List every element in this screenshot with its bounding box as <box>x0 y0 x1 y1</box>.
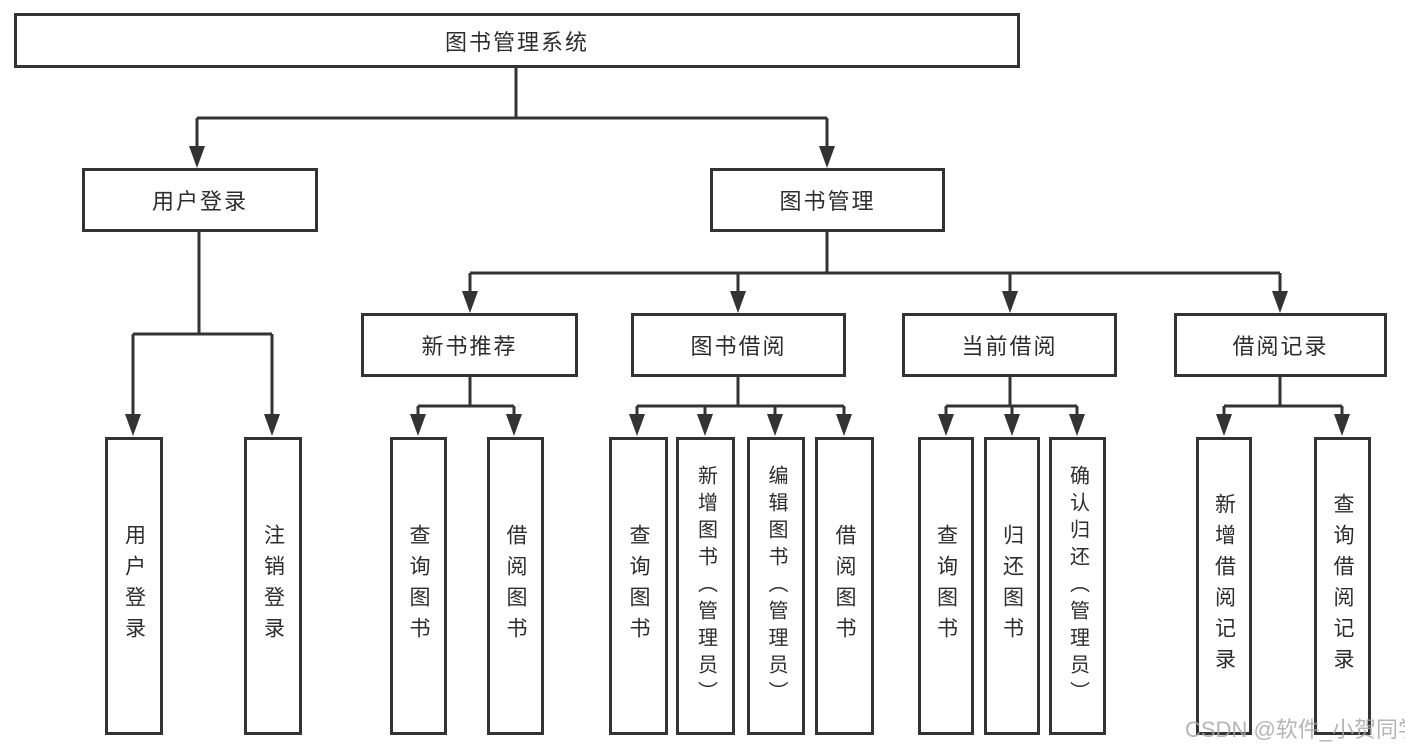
node-label: 查询图书 <box>627 524 650 648</box>
node-label: 新增借阅记录 <box>1212 493 1236 679</box>
node-label: 借阅记录 <box>1232 334 1329 359</box>
node-label: 查询图书 <box>934 524 958 648</box>
leaf-query-books-recommend: 查询图书 <box>390 437 447 735</box>
leaf-borrow-books: 借阅图书 <box>815 437 874 735</box>
leaf-logout: 注销登录 <box>244 437 302 735</box>
node-label: 图书管理 <box>779 189 876 214</box>
node-label: 查询借阅记录 <box>1331 493 1354 679</box>
leaf-query-books-current: 查询图书 <box>918 437 974 735</box>
leaf-add-borrow-record: 新增借阅记录 <box>1196 437 1252 735</box>
node-label: 借阅图书 <box>504 524 527 648</box>
leaf-query-borrow-record: 查询借阅记录 <box>1314 437 1371 735</box>
leaf-edit-books-admin: 编辑图书（管理员） <box>747 437 805 735</box>
node-label: 图书借阅 <box>690 334 787 359</box>
node-label: 归还图书 <box>1000 524 1024 648</box>
node-current-borrowing: 当前借阅 <box>902 313 1117 377</box>
csdn-watermark: CSDN @软件_小贺同学 <box>1185 717 1405 742</box>
leaf-add-books-admin: 新增图书（管理员） <box>676 437 735 735</box>
node-label: 确认归还（管理员） <box>1066 464 1089 708</box>
node-label: 借阅图书 <box>833 524 856 648</box>
node-library-management-system: 图书管理系统 <box>14 13 1020 68</box>
leaf-return-books: 归还图书 <box>984 437 1040 735</box>
leaf-borrow-books-recommend: 借阅图书 <box>487 437 544 735</box>
node-label: 编辑图书（管理员） <box>765 464 787 708</box>
node-label: 查询图书 <box>407 524 430 648</box>
node-user-login-branch: 用户登录 <box>82 168 318 232</box>
node-label: 用户登录 <box>122 524 146 648</box>
node-label: 新书推荐 <box>421 334 518 359</box>
node-label: 新增图书（管理员） <box>694 464 717 708</box>
leaf-query-books-borrowing: 查询图书 <box>609 437 668 735</box>
node-book-management-branch: 图书管理 <box>710 168 945 232</box>
node-label: 当前借阅 <box>961 334 1058 359</box>
node-label: 注销登录 <box>261 524 285 648</box>
leaf-user-login: 用户登录 <box>105 437 163 735</box>
node-label: 用户登录 <box>151 189 248 214</box>
leaf-confirm-return-admin: 确认归还（管理员） <box>1049 437 1106 735</box>
node-book-borrowing: 图书借阅 <box>631 313 846 377</box>
node-borrowing-records: 借阅记录 <box>1174 313 1387 377</box>
node-label: 图书管理系统 <box>444 29 589 55</box>
node-new-book-recommendation: 新书推荐 <box>361 313 578 377</box>
